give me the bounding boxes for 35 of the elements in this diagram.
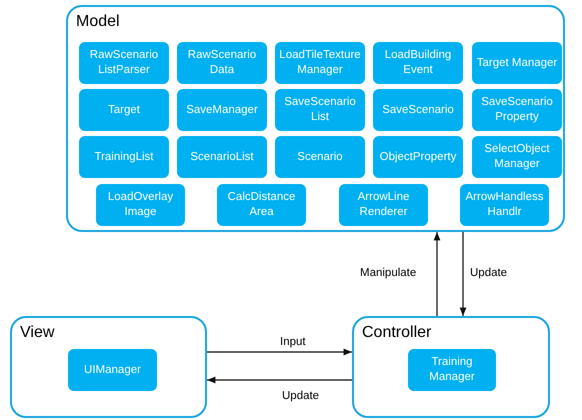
group-title: View [20, 323, 54, 343]
class-box: Target Manager [472, 42, 562, 84]
edge-label: Update [282, 389, 320, 403]
class-box: SelectObject Manager [472, 136, 562, 178]
class-box: ArrowLine Renderer [339, 184, 428, 226]
class-box: SaveScenario Property [472, 89, 562, 131]
class-box: SaveScenario List [275, 89, 365, 131]
class-box: Training Manager [408, 349, 496, 391]
class-box: LoadOverlay Image [96, 184, 185, 226]
group-title: Model [76, 12, 120, 32]
group-title: Controller [362, 323, 432, 343]
class-box: RawScenario ListParser [79, 42, 169, 84]
class-box: LoadBuilding Event [373, 42, 463, 84]
edge-label: Input [280, 335, 306, 349]
group-container [66, 5, 565, 232]
class-box: ArrowHandless Handlr [460, 184, 549, 226]
group-container [10, 316, 207, 418]
class-box: CalcDistance Area [217, 184, 306, 226]
class-box: Target [79, 89, 169, 131]
class-box: SaveManager [177, 89, 267, 131]
class-box: TrainingList [79, 136, 169, 178]
edge-label: Update [470, 266, 508, 280]
arrow [460, 232, 466, 316]
arrow [207, 376, 352, 384]
edge-label: Manipulate [360, 266, 416, 280]
class-box: ScenarioList [177, 136, 267, 178]
class-box: ObjectProperty [373, 136, 463, 178]
class-box: SaveScenario [373, 89, 463, 131]
class-box: Scenario [275, 136, 365, 178]
class-box: LoadTileTexture Manager [275, 42, 365, 84]
arrow [434, 232, 440, 316]
class-box: RawScenario Data [177, 42, 267, 84]
arrow [207, 348, 352, 356]
group-container [352, 316, 550, 418]
class-box: UIManager [68, 349, 157, 391]
